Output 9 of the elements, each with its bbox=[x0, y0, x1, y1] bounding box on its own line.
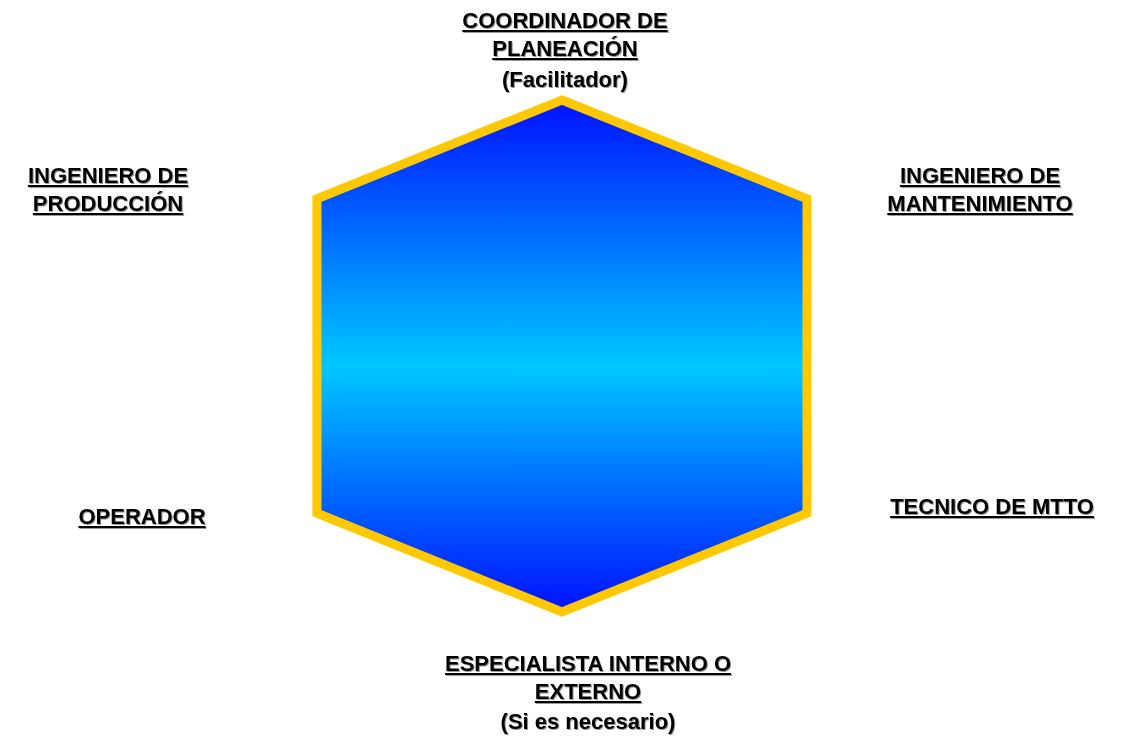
role-title: COORDINADOR DE PLANEACIÓN bbox=[461, 7, 669, 63]
hexagon-shape bbox=[312, 95, 812, 617]
role-title: ESPECIALISTA INTERNO O EXTERNO bbox=[444, 650, 732, 706]
role-title: TECNICO DE MTTO bbox=[889, 493, 1095, 521]
role-note: (Si es necesario) bbox=[499, 708, 677, 736]
role-title: OPERADOR bbox=[77, 503, 207, 531]
role-title: INGENIERO DE PRODUCCIÓN bbox=[26, 162, 190, 218]
role-note: (Facilitador) bbox=[501, 66, 629, 94]
role-title: INGENIERO DE MANTENIMIENTO bbox=[886, 162, 1074, 218]
